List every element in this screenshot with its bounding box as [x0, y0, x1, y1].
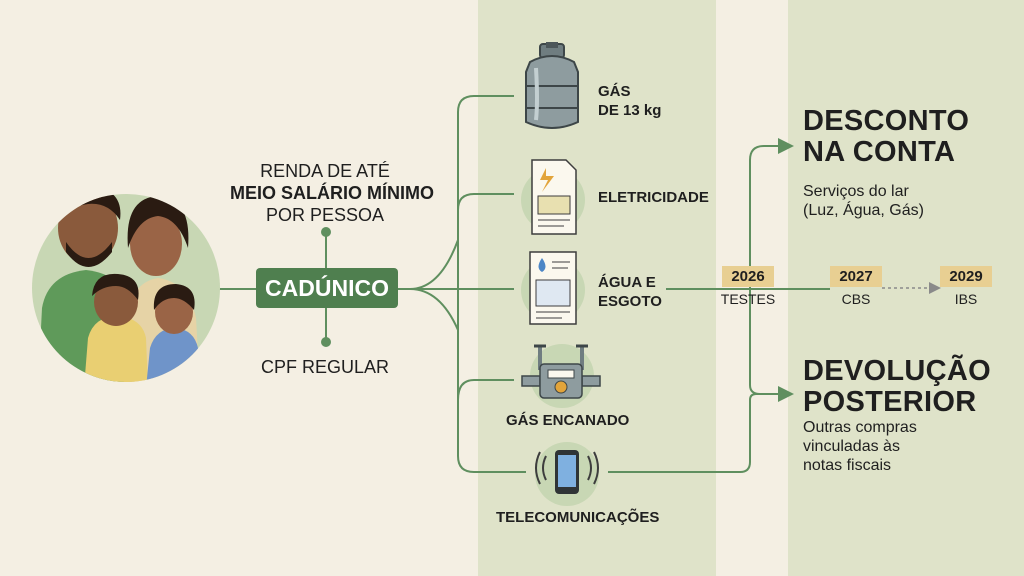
service-water-sewage: ÁGUA E ESGOTO: [598, 273, 662, 311]
service-label-line: GÁS: [598, 83, 631, 100]
year-badge-2026: 2026: [722, 266, 774, 287]
electricity-bill-icon: [521, 159, 585, 235]
service-electricity: ELETRICIDADE: [598, 188, 709, 207]
refund-title-line-2: POSTERIOR: [803, 386, 977, 418]
service-gas-13kg: GÁS DE 13 kg: [598, 82, 661, 120]
income-line-2: MEIO SALÁRIO MÍNIMO: [230, 183, 434, 203]
circle-markers: [321, 227, 331, 347]
service-label-line: DE 13 kg: [598, 102, 662, 119]
service-piped-gas: GÁS ENCANADO: [506, 411, 629, 430]
year-label-2029: IBS: [954, 291, 978, 307]
family-illustration: [32, 194, 220, 382]
discount-desc-line-1: Serviços do lar: [803, 183, 909, 200]
cpf-criteria: CPF REGULAR: [260, 357, 390, 377]
income-line-1: RENDA DE ATÉ: [260, 161, 390, 181]
service-label-line: ÁGUA E: [598, 274, 656, 291]
gas-meter-icon: [521, 344, 601, 408]
discount-desc-line-2: (Luz, Água, Gás): [803, 202, 924, 219]
year-label-2027: CBS: [841, 291, 871, 307]
income-criteria: RENDA DE ATÉ MEIO SALÁRIO MÍNIMO POR PES…: [230, 160, 434, 226]
service-label-line: ELETRICIDADE: [598, 189, 709, 206]
discount-title-line-2: NA CONTA: [803, 136, 956, 168]
benefit-refund: DEVOLUÇÃO POSTERIOR Outras compras vincu…: [803, 356, 991, 475]
refund-title-line-1: DEVOLUÇÃO: [803, 355, 991, 387]
service-label-line: TELECOMUNICAÇÕES: [496, 509, 660, 526]
discount-title-line-1: DESCONTO: [803, 105, 970, 137]
smartphone-icon: [535, 442, 599, 506]
benefit-discount: DESCONTO NA CONTA Serviços do lar (Luz, …: [803, 106, 969, 220]
water-bill-icon: [521, 251, 585, 325]
gas-cylinder-icon: [525, 42, 579, 129]
income-line-3: POR PESSOA: [265, 205, 385, 225]
cadunico-box: CADÚNICO: [256, 268, 398, 308]
refund-desc-line-1: Outras compras: [803, 419, 917, 436]
refund-desc-line-3: notas fiscais: [803, 457, 892, 474]
refund-desc-line-2: vinculadas às: [803, 438, 900, 455]
service-label-line: GÁS ENCANADO: [506, 412, 630, 429]
year-badge-2029: 2029: [940, 266, 992, 287]
year-label-2026: TESTES: [720, 291, 776, 307]
year-badge-2027: 2027: [830, 266, 882, 287]
service-telecom: TELECOMUNICAÇÕES: [496, 508, 659, 527]
service-label-line: ESGOTO: [598, 293, 662, 310]
